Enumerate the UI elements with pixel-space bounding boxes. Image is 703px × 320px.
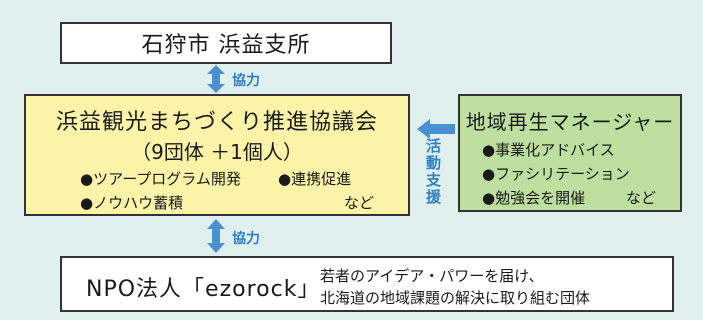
support-arrow — [417, 119, 455, 139]
council-activity: ●連携促進 — [278, 170, 352, 188]
council-title: 浜益観光まちづくり推進協議会 — [55, 110, 378, 135]
support-label: 活動支援 — [424, 138, 442, 206]
council-activity-suffix: など — [344, 194, 375, 212]
manager-item-suffix: など — [626, 189, 657, 207]
cooperation-arrow-bottom — [207, 219, 225, 253]
npo-description-line: 北海道の地域課題の解決に取り組む団体 — [320, 289, 591, 307]
manager-title: 地域再生マネージャー — [465, 110, 675, 134]
city-office-label: 石狩市 浜益支所 — [141, 33, 311, 58]
cooperation-arrow-top — [207, 65, 225, 93]
cooperation-label-bottom: 協力 — [232, 231, 260, 247]
council-box: 浜益観光まちづくり推進協議会 （9団体 ＋1個人） ●ツアープログラム開発 ●連… — [24, 94, 410, 216]
npo-name: NPO法人「ezorock」 — [86, 277, 321, 302]
manager-item: ●勉強会を開催 — [482, 189, 586, 207]
npo-box: NPO法人「ezorock」 若者のアイデア・パワーを届け、 北海道の地域課題の… — [60, 256, 674, 312]
council-activity: ●ノウハウ蓄積 — [80, 194, 184, 212]
city-office-box: 石狩市 浜益支所 — [60, 22, 392, 64]
manager-item: ●事業化アドバイス — [482, 141, 615, 159]
regional-manager-box: 地域再生マネージャー ●事業化アドバイス ●ファシリテーション ●勉強会を開催 … — [458, 94, 682, 212]
council-members: （9団体 ＋1個人） — [131, 140, 303, 164]
council-activity: ●ツアープログラム開発 — [80, 170, 241, 188]
npo-description-line: 若者のアイデア・パワーを届け、 — [320, 267, 544, 285]
cooperation-label-top: 協力 — [232, 73, 260, 89]
manager-item: ●ファシリテーション — [482, 165, 630, 183]
